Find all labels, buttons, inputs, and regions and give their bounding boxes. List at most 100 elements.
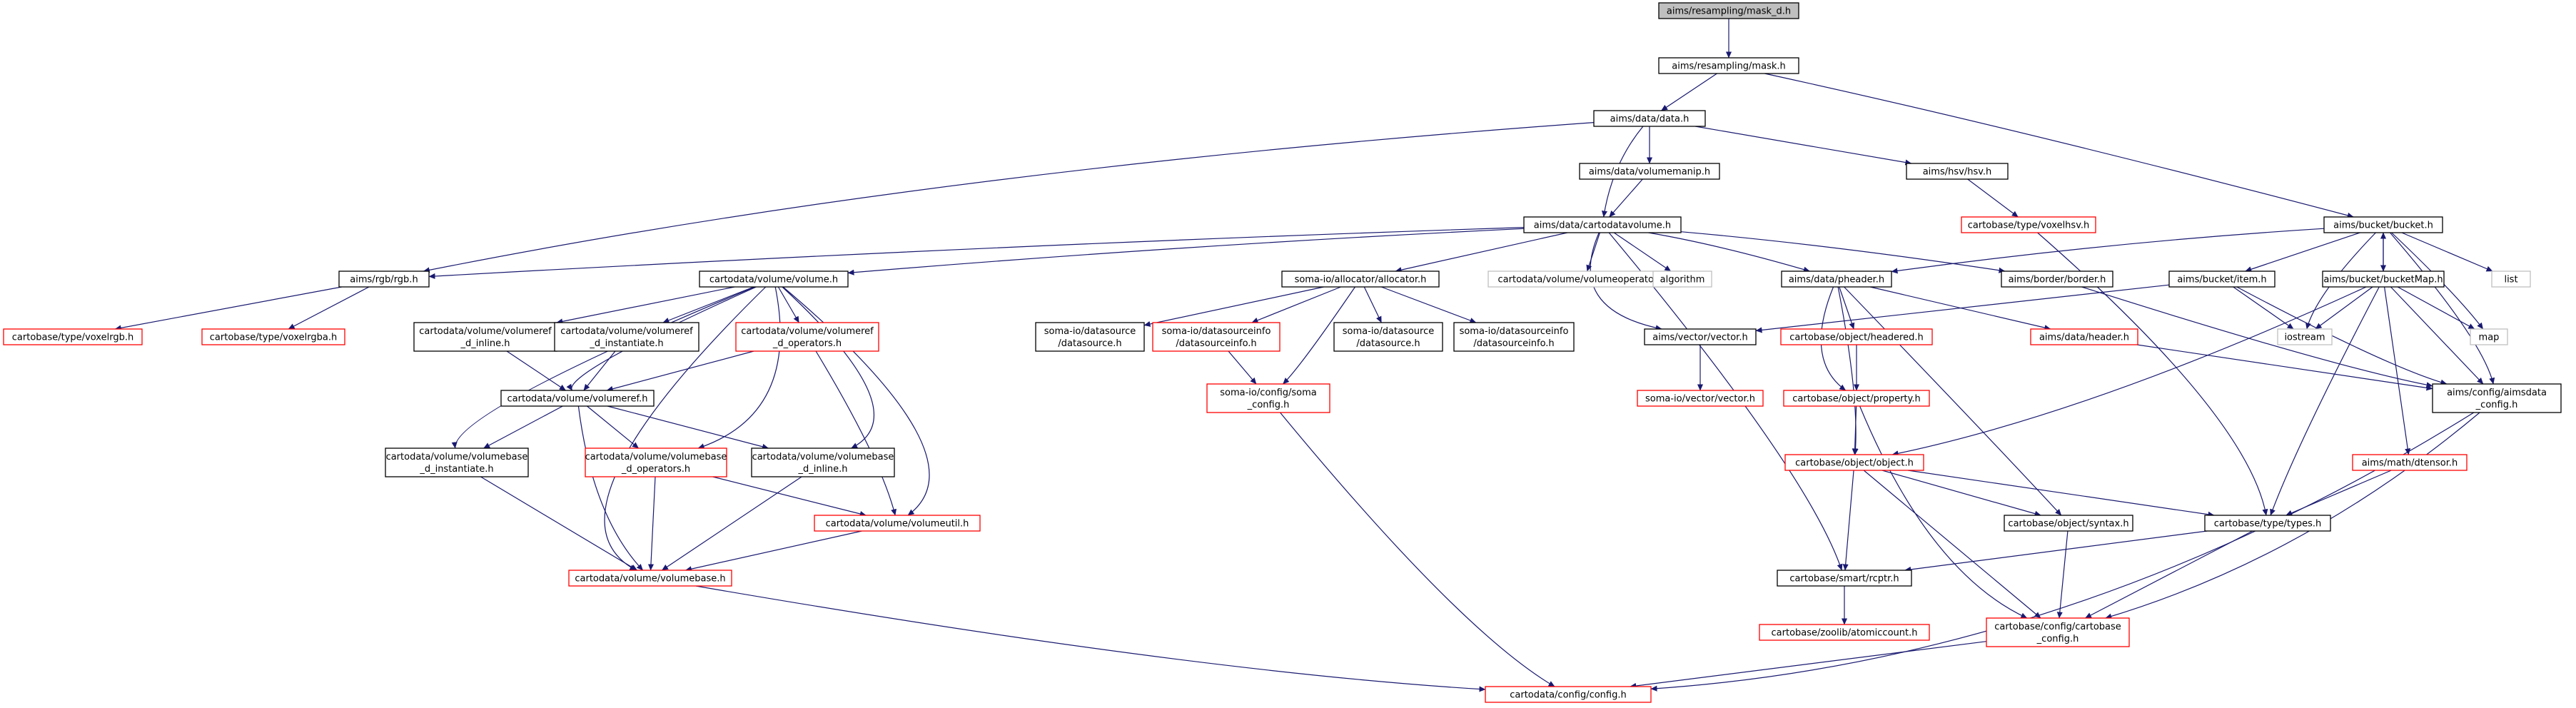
node-mask[interactable]: aims/resampling/mask.h	[1658, 57, 1799, 74]
node-voxelhsv[interactable]: cartobase/type/voxelhsv.h	[1961, 216, 2096, 233]
node-hsv[interactable]: aims/hsv/hsv.h	[1906, 163, 2009, 180]
node-label: _config.h	[2475, 400, 2518, 410]
node-datasource[interactable]: soma-io/datasource/datasource.h	[1035, 322, 1145, 352]
node-label: aims/data/cartodatavolume.h	[1534, 221, 1671, 231]
node-mask-d[interactable]: aims/resampling/mask_d.h	[1658, 2, 1799, 19]
node-box	[1781, 270, 1892, 288]
node-label: cartodata/volume/volumebase	[386, 452, 528, 462]
node-volumebase-inline[interactable]: cartodata/volume/volumebase_d_inline.h	[751, 447, 895, 477]
node-box	[1333, 322, 1443, 352]
node-headered[interactable]: cartobase/object/headered.h	[1780, 328, 1933, 345]
node-voxelrgb[interactable]: cartobase/type/voxelrgb.h	[3, 328, 143, 345]
node-label: _d_inline.h	[798, 464, 848, 475]
node-label: soma-io/config/soma	[1220, 388, 1317, 398]
edge-volumeref_operators-to-volumeref	[606, 350, 754, 392]
node-datasourceinfo-black[interactable]: soma-io/datasourceinfo/datasourceinfo.h	[1453, 322, 1575, 352]
node-label: _config.h	[1247, 400, 1290, 410]
node-label: aims/resampling/mask.h	[1672, 61, 1786, 72]
node-cartodata-datasource[interactable]: soma-io/datasource/datasource.h	[1333, 322, 1443, 352]
node-vector[interactable]: aims/vector/vector.h	[1644, 328, 1757, 345]
node-label: cartodata/config/config.h	[1510, 690, 1626, 701]
node-label: cartodata/volume/volumeoperators.h	[1498, 275, 1672, 285]
node-types[interactable]: cartobase/type/types.h	[2204, 515, 2331, 532]
node-label: soma-io/vector/vector.h	[1645, 394, 1755, 405]
node-volumebase[interactable]: cartodata/volume/volumebase.h	[568, 570, 732, 587]
node-box	[1593, 110, 1706, 127]
node-volumeref-inline[interactable]: cartodata/volume/volumeref_d_inline.h	[413, 322, 557, 352]
node-item[interactable]: aims/bucket/item.h	[2168, 270, 2276, 288]
node-rcptr[interactable]: cartobase/smart/rcptr.h	[1777, 570, 1912, 587]
node-algorithm[interactable]: algorithm	[1652, 270, 1712, 288]
node-label: aims/vector/vector.h	[1652, 333, 1747, 343]
dependency-edges	[114, 19, 2495, 692]
node-box	[2322, 270, 2445, 288]
edge-volumebase_operators-to-volumeutil	[712, 476, 867, 517]
node-syntax[interactable]: cartobase/object/syntax.h	[2004, 515, 2133, 532]
edge-mask-to-bucket	[1764, 73, 2354, 218]
node-map[interactable]: map	[2470, 328, 2508, 345]
node-allocator[interactable]: soma-io/allocator/allocator.h	[1281, 270, 1440, 288]
node-label: _d_operators.h	[621, 464, 690, 475]
edge-volumebase_instantiate-to-volumebase	[480, 476, 637, 571]
edge-border-to-aimsdata_config	[2081, 286, 2433, 388]
node-bucketmap[interactable]: aims/bucket/bucketMap.h	[2322, 270, 2445, 288]
node-box	[1759, 624, 1930, 641]
node-box	[1453, 322, 1575, 352]
edge-item-to-aimsdata_config	[2236, 286, 2448, 385]
node-box	[568, 570, 732, 587]
node-object[interactable]: cartobase/object/object.h	[1784, 454, 1924, 471]
node-soma-config[interactable]: soma-io/config/soma _config.h	[1206, 383, 1330, 413]
node-voxelrgba[interactable]: cartobase/type/voxelrgba.h	[201, 328, 345, 345]
dependency-nodes: aims/resampling/mask_d.h aims/resampling/…	[3, 2, 2562, 703]
node-volumemanip[interactable]: aims/data/volumemanip.h	[1579, 163, 1720, 180]
node-border[interactable]: aims/border/border.h	[2001, 270, 2113, 288]
node-volumeref-instantiate[interactable]: cartodata/volume/volumeref_d_instantiate…	[554, 322, 699, 352]
node-datasourceinfo-red[interactable]: soma-io/datasourceinfo/datasourceinfo.h	[1152, 322, 1281, 352]
node-label: _d_instantiate.h	[589, 338, 663, 349]
node-label: /datasourceinfo.h	[1176, 338, 1256, 349]
node-label: _d_inline.h	[460, 338, 510, 349]
node-rgb[interactable]: aims/rgb/rgb.h	[338, 270, 430, 288]
node-sv-vector[interactable]: soma-io/vector/vector.h	[1637, 390, 1764, 407]
node-label: soma-io/allocator/allocator.h	[1295, 275, 1427, 285]
node-volume[interactable]: cartodata/volume/volume.h	[699, 270, 849, 288]
edge-property-to-cartobase_config	[1859, 405, 2028, 619]
node-cartodatavolume[interactable]: aims/data/cartodatavolume.h	[1523, 216, 1682, 233]
node-volumebase-operators[interactable]: cartodata/volume/volumebase_d_operators.…	[585, 447, 727, 477]
edge-data-to-hsv	[1694, 126, 1912, 166]
node-atomiccount[interactable]: cartobase/zoolib/atomiccount.h	[1759, 624, 1930, 641]
node-pheader[interactable]: aims/data/pheader.h	[1781, 270, 1892, 288]
edge-allocator-to-cartodata_datasource	[1363, 286, 1382, 323]
node-box	[385, 447, 529, 477]
node-cartobase-config[interactable]: cartobase/config/cartobase_config.h	[1986, 617, 2130, 647]
node-data[interactable]: aims/data/data.h	[1593, 110, 1706, 127]
node-volumeref-operators[interactable]: cartodata/volume/volumeref_d_operators.h	[735, 322, 879, 352]
node-volumeutil[interactable]: cartodata/volume/volumeutil.h	[814, 515, 981, 532]
edge-item-to-vector	[1755, 284, 2170, 333]
node-box	[1961, 216, 2096, 233]
edge-types-to-rcptr	[1904, 530, 2208, 572]
edge-item-to-iostream	[2233, 286, 2294, 330]
node-dtensor[interactable]: aims/math/dtensor.h	[2352, 454, 2468, 471]
node-header[interactable]: aims/data/header.h	[2030, 328, 2138, 345]
node-label: cartobase/zoolib/atomiccount.h	[1772, 628, 1918, 639]
node-volumebase-instantiate[interactable]: cartodata/volume/volumebase_d_instantiat…	[385, 447, 529, 477]
edge-volume-to-volumeutil	[782, 286, 930, 516]
node-list[interactable]: list	[2491, 270, 2531, 288]
node-label: cartodata/volume/volumeref	[560, 326, 693, 337]
node-aimsdata-config[interactable]: aims/config/aimsdata_config.h	[2432, 383, 2562, 413]
node-box	[338, 270, 430, 288]
node-config[interactable]: cartodata/config/config.h	[1485, 686, 1652, 703]
node-label: _d_operators.h	[772, 338, 842, 349]
edge-cartodatavolume-to-vector	[1590, 232, 1662, 331]
edge-bucket-to-pheader	[1891, 228, 2325, 274]
node-property[interactable]: cartobase/object/property.h	[1783, 390, 1930, 407]
node-box	[2352, 454, 2468, 471]
edge-pheader-to-syntax	[1844, 286, 2062, 516]
edge-cartodatavolume-to-pheader	[1648, 232, 1810, 273]
edge-cartodatavolume-to-border	[1680, 231, 2006, 273]
node-bucket[interactable]: aims/bucket/bucket.h	[2323, 216, 2443, 233]
node-iostream[interactable]: iostream	[2277, 328, 2333, 345]
node-volumeref[interactable]: cartodata/volume/volumeref.h	[500, 390, 655, 407]
node-volumeoperators[interactable]: cartodata/volume/volumeoperators.h	[1487, 270, 1682, 288]
